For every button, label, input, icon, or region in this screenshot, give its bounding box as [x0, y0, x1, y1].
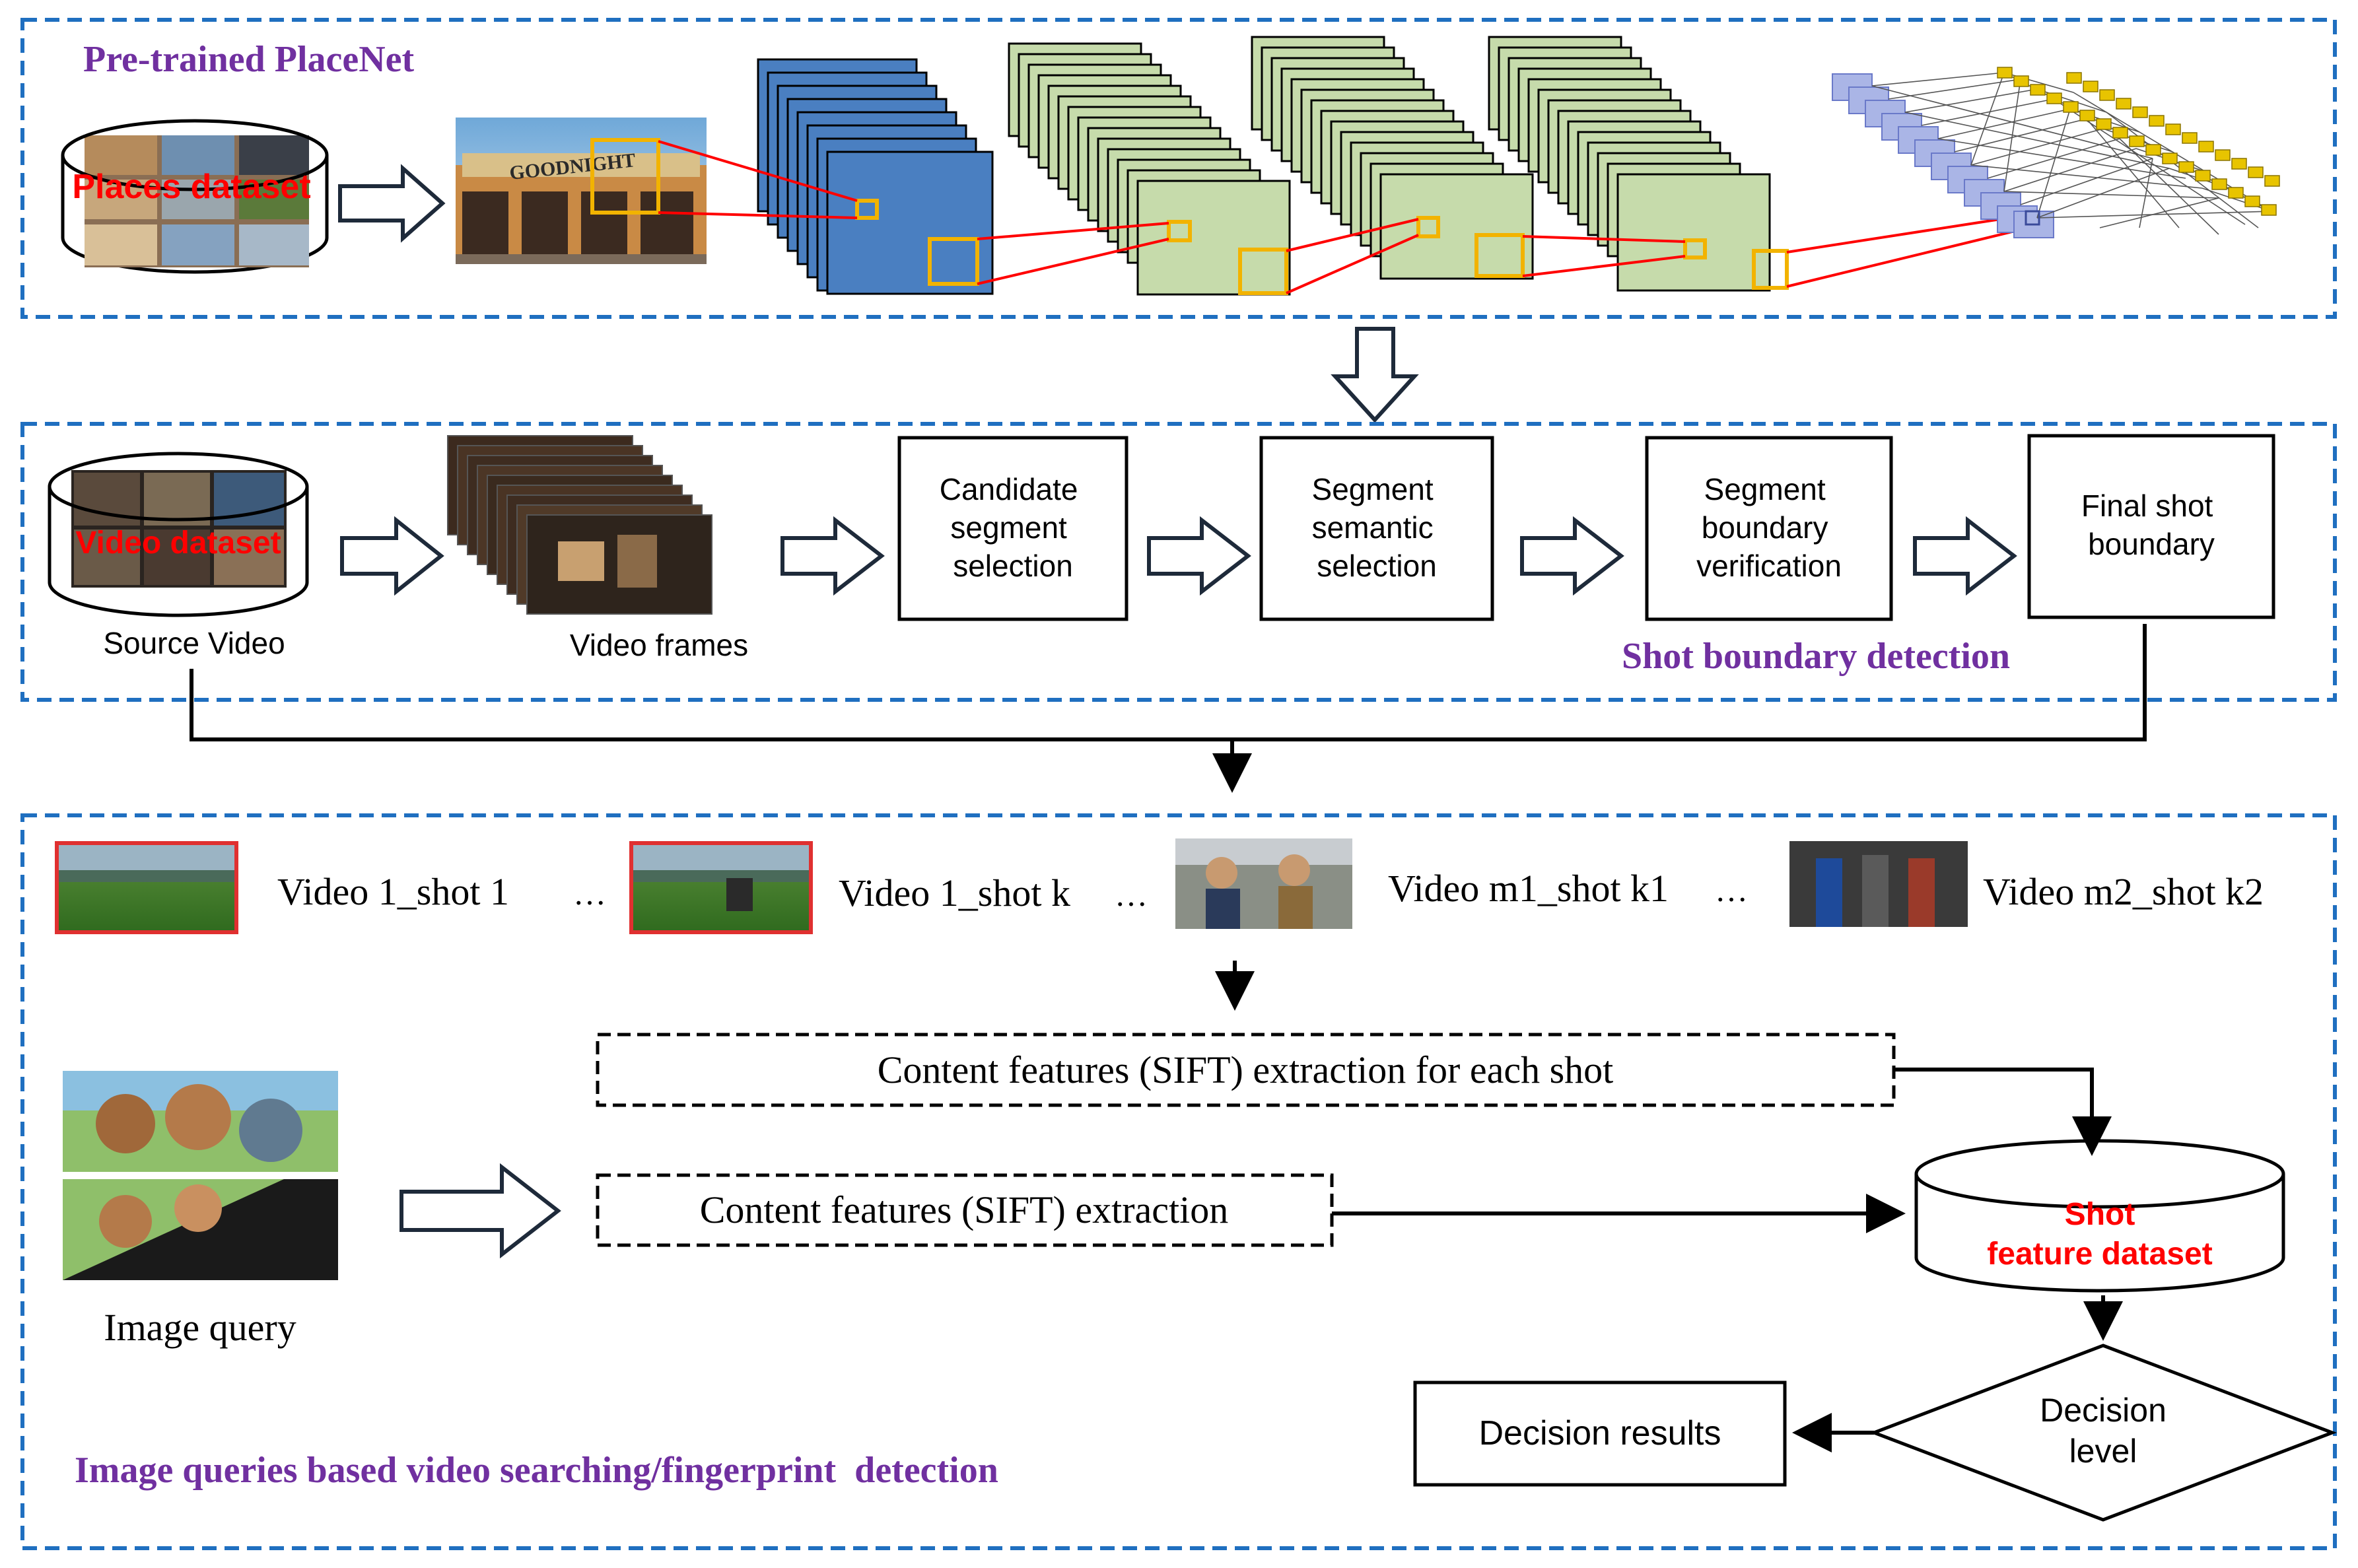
hollow-arrow-placenet-to-shot-detection	[1331, 327, 1419, 423]
conv1-kernel-large	[928, 237, 979, 286]
hollow-arrow-query-to-extraction	[399, 1163, 561, 1259]
segment-semantic-text: Segment semantic selection	[1312, 472, 1442, 583]
panel-shot-boundary-border	[20, 422, 2337, 702]
video-frames-label: Video frames	[570, 628, 748, 662]
panel-placenet-title: Pre-trained PlaceNet	[83, 39, 415, 80]
decision-results-box	[1413, 1381, 1787, 1487]
decision-results-text: Decision results	[1478, 1414, 1721, 1452]
conv4-kernel-small	[1683, 238, 1707, 259]
shot-label-1: Video 1_shot 1	[277, 870, 509, 913]
shot-label-m2: Video m2_shot k2	[1983, 870, 2264, 913]
segment-verification-text: Segment boundary verification	[1696, 472, 1842, 583]
video-dataset-label: Video dataset	[75, 526, 281, 561]
candidate-segment-text: Candidate segment selection	[940, 472, 1087, 583]
shot-label-k: Video 1_shot k	[839, 871, 1070, 914]
hollow-arrow-source-to-frames	[340, 516, 444, 596]
panel-shot-boundary-title: Shot boundary detection	[1622, 636, 2010, 677]
hollow-arrow-dataset-to-image	[338, 164, 446, 243]
conv3-kernel-small	[1416, 216, 1440, 238]
hollow-arrow-semantic-to-verification	[1520, 516, 1624, 596]
conv4-kernel-large	[1752, 249, 1789, 290]
segment-verification-box	[1645, 436, 1893, 621]
panel-placenet-border	[20, 18, 2337, 319]
places-dataset-cylinder	[61, 119, 329, 274]
ellipsis-1: …	[573, 875, 606, 912]
shot-thumbnail-m2	[1789, 841, 1968, 927]
shot-feature-dataset-line2: feature dataset	[1987, 1237, 2212, 1272]
ellipsis-2: …	[1115, 876, 1148, 913]
video-dataset-cylinder	[48, 452, 309, 617]
segment-semantic-box	[1259, 436, 1494, 621]
shot-thumbnail-m1	[1175, 838, 1352, 929]
conv1-kernel-small	[855, 199, 879, 220]
candidate-segment-box	[897, 436, 1128, 621]
shot-thumbnail-k	[629, 841, 813, 934]
panel-video-search-title: Image queries based video searching/fing…	[75, 1450, 998, 1491]
conv2-kernel-small	[1167, 220, 1192, 242]
final-shot-boundary-text: Final shot boundary	[2081, 489, 2221, 561]
arrow-each-shot-to-dataset	[1894, 1068, 2112, 1156]
places-dataset-label: Places dataset	[72, 168, 310, 206]
conv-layer-stack-3	[1251, 36, 1534, 280]
panel-video-search-border	[20, 813, 2337, 1550]
conv3-kernel-large	[1474, 233, 1525, 278]
conv2-kernel-large	[1238, 248, 1288, 295]
ellipsis-3: …	[1715, 871, 1748, 908]
shot-thumbnail-1	[55, 841, 238, 934]
conv-layer-stack-2	[1008, 42, 1291, 296]
decision-level-line1: Decision	[2040, 1392, 2167, 1429]
conv-layer-stack-4	[1488, 36, 1771, 292]
hollow-arrow-frames-to-candidate	[780, 516, 885, 596]
image-query-thumbnail	[63, 1071, 338, 1280]
hollow-arrow-candidate-to-semantic	[1147, 516, 1251, 596]
extraction-query-box	[596, 1173, 1334, 1247]
decision-level-line2: level	[2069, 1433, 2137, 1470]
fully-connected-layers	[1832, 67, 2280, 238]
conv-layer-stack-1	[757, 58, 994, 295]
input-image-goodnight	[456, 118, 707, 264]
final-shot-boundary-box	[2027, 434, 2275, 619]
receptive-field-box-image	[590, 138, 660, 215]
source-video-label: Source Video	[103, 626, 285, 660]
decision-level-diamond	[1869, 1344, 2338, 1522]
shot-feature-dataset-line1: Shot	[2065, 1197, 2135, 1232]
shot-feature-dataset-cylinder	[1914, 1139, 2285, 1293]
extraction-query-text: Content features (SIFT) extraction	[700, 1188, 1228, 1231]
hollow-arrow-verification-to-final	[1913, 516, 2017, 596]
connector-source-final-merge	[190, 624, 2147, 741]
receptive-field-lines	[658, 140, 2027, 294]
extraction-each-shot-text: Content features (SIFT) extraction for e…	[878, 1048, 1614, 1091]
shot-label-m1: Video m1_shot k1	[1388, 867, 1669, 910]
video-frames-stack	[447, 435, 712, 615]
image-query-label: Image query	[104, 1306, 296, 1349]
